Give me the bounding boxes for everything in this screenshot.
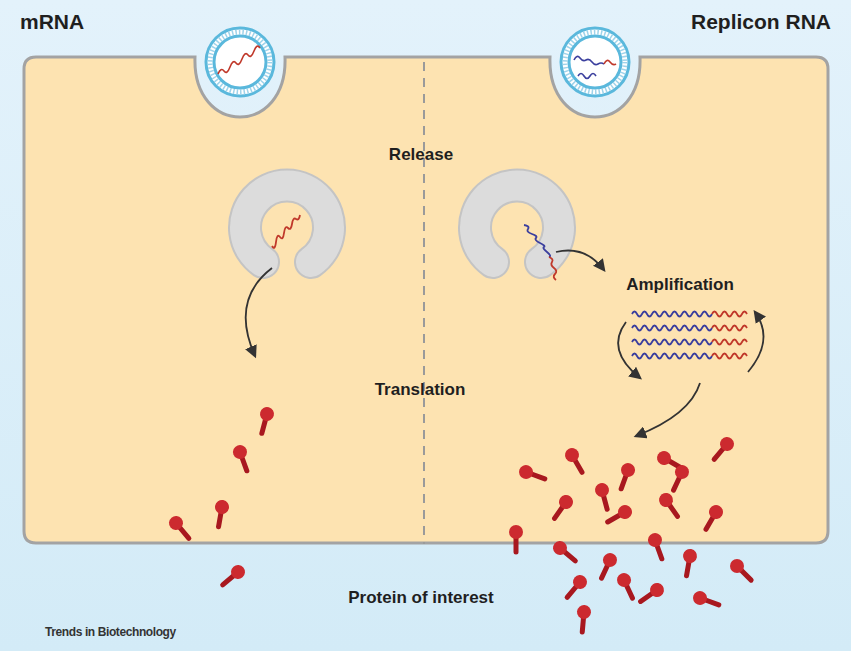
heading-label: Replicon RNA bbox=[691, 10, 831, 34]
source-note: Trends in Biotechnology bbox=[45, 625, 176, 639]
process-arrow bbox=[556, 250, 604, 270]
stage-label: Release bbox=[389, 145, 453, 165]
amplified-rna bbox=[632, 312, 747, 359]
endosome bbox=[245, 186, 329, 262]
stage-label: Amplification bbox=[626, 275, 734, 295]
replicon-strand bbox=[524, 225, 556, 280]
lipid-nanoparticle bbox=[206, 28, 274, 96]
heading-label: Protein of interest bbox=[348, 588, 493, 608]
cycle-arrow bbox=[748, 312, 764, 372]
protein bbox=[166, 405, 275, 590]
cell-outline bbox=[22, 55, 830, 545]
mrna-strand bbox=[272, 215, 300, 248]
stage-label: Translation bbox=[375, 380, 466, 400]
lipid-nanoparticle bbox=[561, 28, 629, 96]
cell: ReleaseAmplificationTranslation bbox=[22, 55, 830, 545]
protein bbox=[509, 434, 756, 632]
process-arrow bbox=[636, 383, 700, 436]
cycle-arrow bbox=[618, 322, 640, 378]
divider-line bbox=[423, 62, 425, 544]
heading-label: mRNA bbox=[20, 10, 84, 34]
process-arrow bbox=[246, 268, 272, 356]
endosome bbox=[475, 186, 559, 262]
